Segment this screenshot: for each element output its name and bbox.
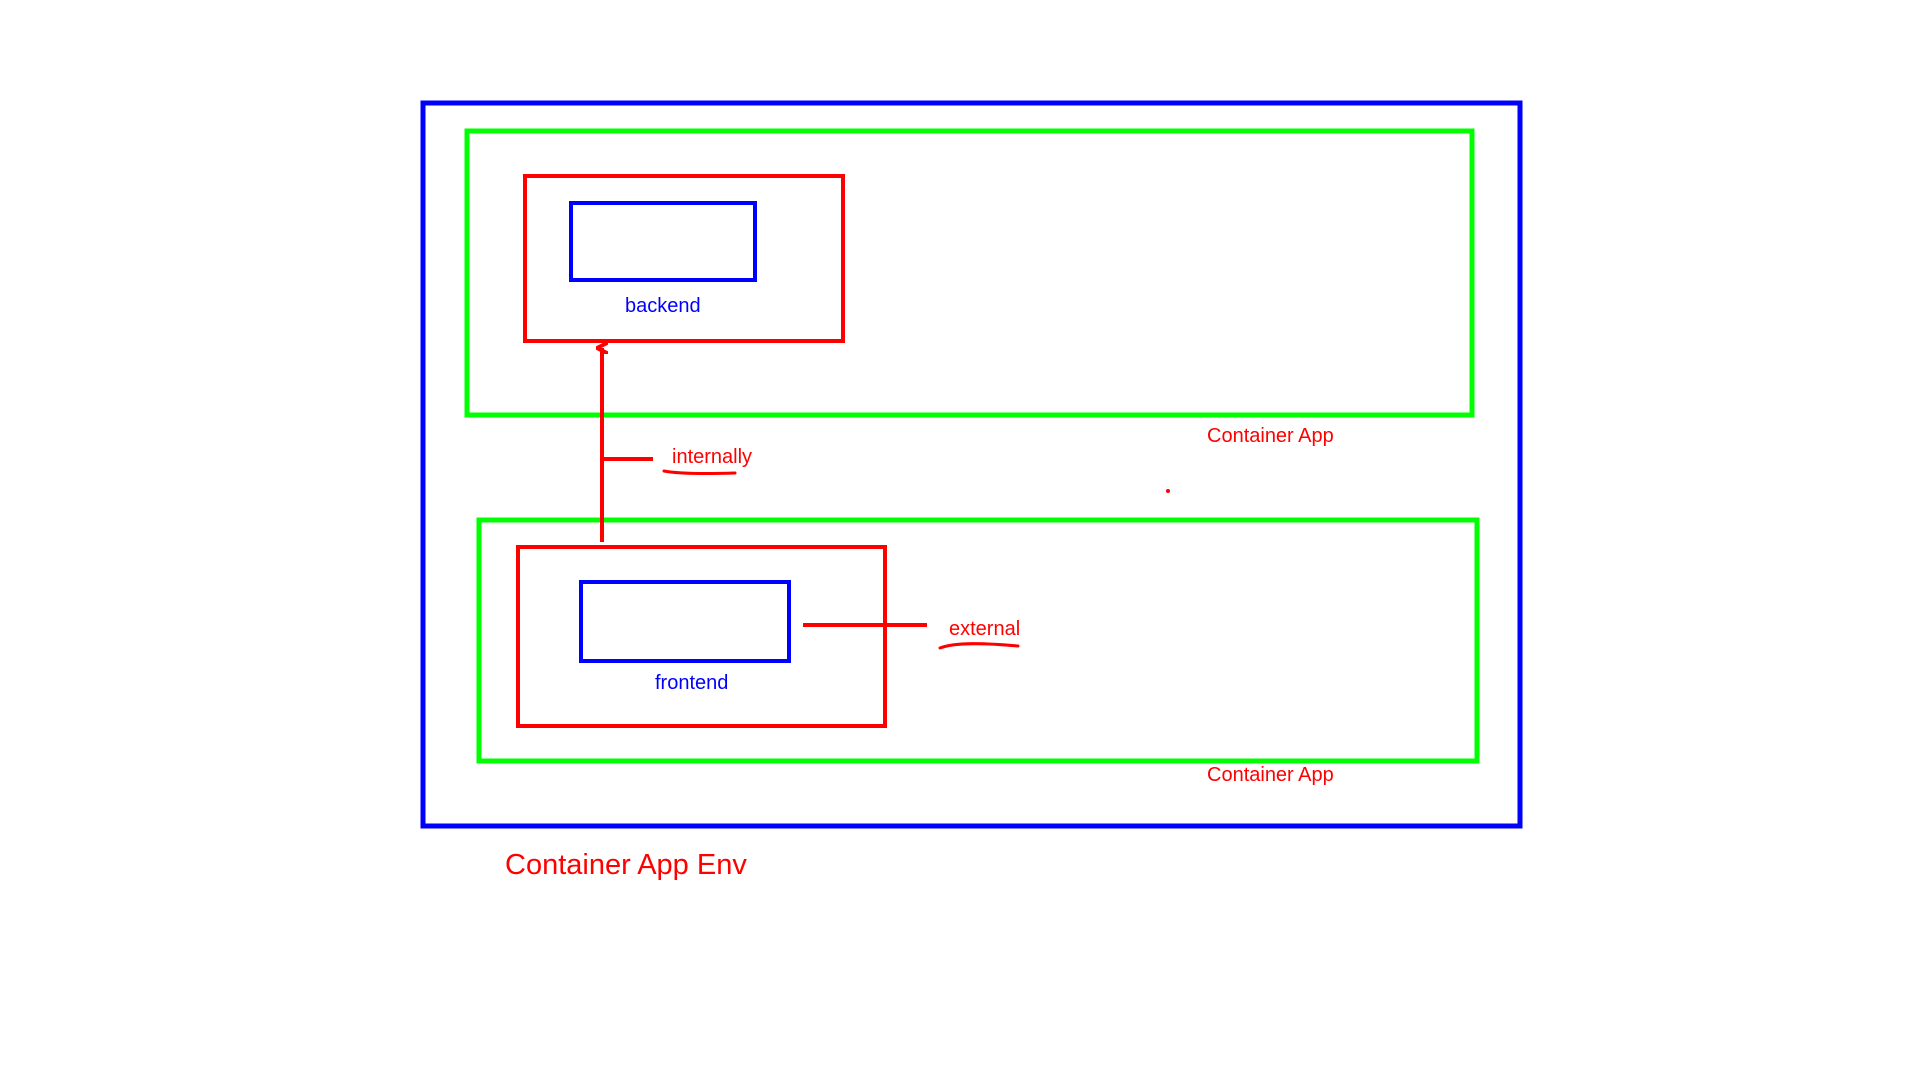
- stray-dot: [1166, 489, 1170, 493]
- backend-inner-box: [569, 201, 757, 282]
- container-app-env-label: Container App Env: [505, 849, 747, 881]
- frontend-container-box: [516, 545, 887, 728]
- frontend-app-label: Container App: [1207, 764, 1334, 786]
- container-app-backend-box: [464, 128, 1475, 418]
- frontend-inner-box: [579, 580, 791, 663]
- frontend-label: frontend: [655, 672, 729, 694]
- external-underline: [938, 642, 1020, 650]
- internally-underline: [662, 469, 737, 476]
- backend-label: backend: [625, 295, 701, 317]
- external-label: external: [949, 618, 1021, 640]
- backend-app-label: Container App: [1207, 425, 1334, 447]
- container-app-env-box: [420, 100, 1523, 829]
- internally-label: internally: [672, 446, 753, 468]
- container-app-frontend-box: [476, 517, 1480, 764]
- backend-container-box: [523, 174, 845, 343]
